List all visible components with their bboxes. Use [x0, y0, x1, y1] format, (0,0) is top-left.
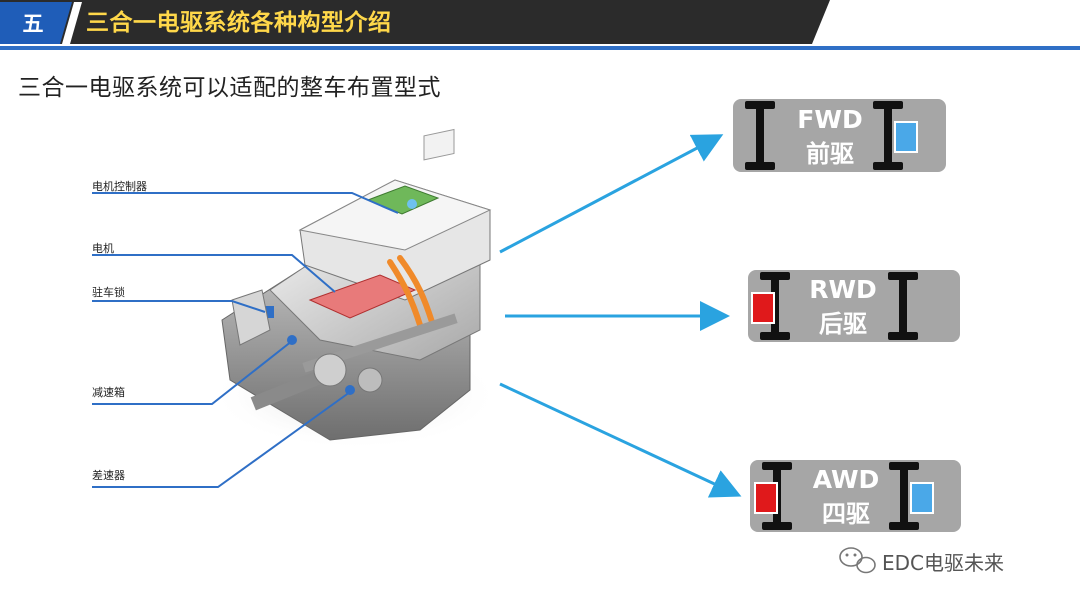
arrows [499, 134, 742, 498]
rwd-drive-unit [751, 292, 775, 324]
header-divider-stripe [62, 2, 82, 44]
fwd-name: 前驱 [806, 140, 854, 168]
leader-lines [92, 192, 399, 488]
arrow-to-awd [499, 382, 742, 498]
label-motor: 电机 [92, 242, 114, 255]
label-differential: 差速器 [92, 469, 125, 482]
watermark-text: EDC电驱未来 [882, 550, 1005, 575]
awd-axle-schematic [750, 460, 961, 532]
section-number: 五 [22, 12, 44, 36]
wechat-icon [839, 547, 876, 574]
header-dark-band [0, 0, 830, 44]
label-reducer: 减速箱 [92, 386, 125, 399]
label-parking-lock: 驻车锁 [92, 286, 125, 299]
leader-line-motor [92, 254, 336, 293]
awd-name: 四驱 [822, 500, 870, 528]
header-band [0, 0, 830, 44]
fwd-drive-unit [894, 121, 918, 153]
fwd-label-group: FWD 前驱 [790, 105, 870, 169]
awd-code: AWD [812, 465, 880, 494]
label-motor-controller: 电机控制器 [92, 180, 147, 193]
arrow-to-fwd [499, 134, 724, 254]
slide-subtitle: 三合一电驱系统可以适配的整车布置型式 [18, 75, 441, 101]
awd-front-drive-unit [910, 482, 934, 514]
awd-label-group: AWD 四驱 [806, 465, 886, 529]
leader-line-parking-lock [92, 300, 266, 313]
fwd-code: FWD [797, 105, 863, 134]
rwd-name: 后驱 [819, 310, 867, 338]
leader-line-differential [92, 391, 351, 488]
section-number-badge [0, 2, 72, 44]
awd-box [750, 460, 961, 532]
fwd-box [733, 99, 946, 172]
rwd-axle-schematic [748, 270, 960, 342]
awd-rear-drive-unit [754, 482, 778, 514]
header-underline [0, 46, 1080, 50]
drive-unit-illustration [210, 128, 500, 450]
leader-line-motor-controller [92, 192, 399, 214]
header-title: 三合一电驱系统各种构型介绍 [86, 10, 392, 36]
rwd-label-group: RWD 后驱 [803, 275, 883, 339]
leader-line-reducer [92, 340, 293, 405]
fwd-axle-schematic [733, 99, 946, 172]
rwd-code: RWD [809, 275, 877, 304]
